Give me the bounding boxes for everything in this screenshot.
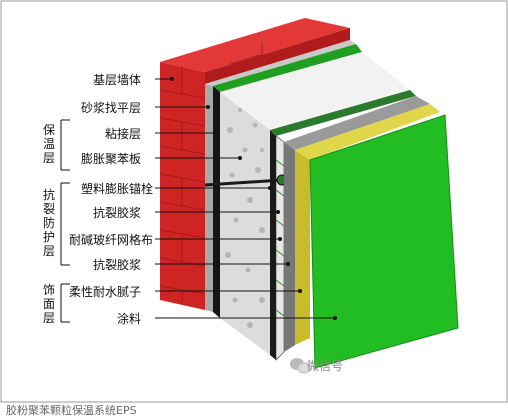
anti-crack-mortar-layer — [284, 96, 430, 352]
label-anchor-bolt: 塑料膨胀锚栓 — [81, 182, 154, 196]
group-finish-layer: 饰面层 — [42, 283, 55, 325]
leader-lines — [60, 78, 335, 323]
leader-dots — [170, 77, 337, 320]
label-base-wall: 基层墙体 — [93, 73, 142, 87]
label-anti-crack-mortar-1: 抗裂胶浆 — [93, 206, 142, 220]
label-fiberglass-mesh: 耐碱玻纤网格布 — [69, 233, 154, 247]
label-anti-crack-mortar-2: 抗裂胶浆 — [93, 258, 142, 272]
wechat-icon — [290, 358, 311, 374]
group-crack-protection-layer: 抗裂防护层 — [42, 188, 55, 258]
watermark-text: 微信号 — [307, 359, 344, 373]
caption-text: 胶粉聚苯颗粒保温系统EPS — [6, 404, 137, 417]
mortar-leveling-layer — [205, 40, 356, 312]
group-insulation-layer: 保温层 — [42, 123, 55, 165]
label-adhesive: 粘接层 — [105, 127, 142, 141]
label-coating: 涂料 — [117, 312, 142, 326]
image-border — [0, 0, 508, 403]
label-eps-board: 膨胀聚苯板 — [81, 152, 142, 166]
label-putty: 柔性耐水腻子 — [69, 285, 142, 299]
putty-layer — [295, 104, 440, 345]
adhesive-layer — [213, 44, 362, 318]
label-mortar-leveling: 砂浆找平层 — [81, 101, 142, 115]
coating-layer — [309, 114, 459, 369]
base-wall-layer — [159, 18, 350, 310]
